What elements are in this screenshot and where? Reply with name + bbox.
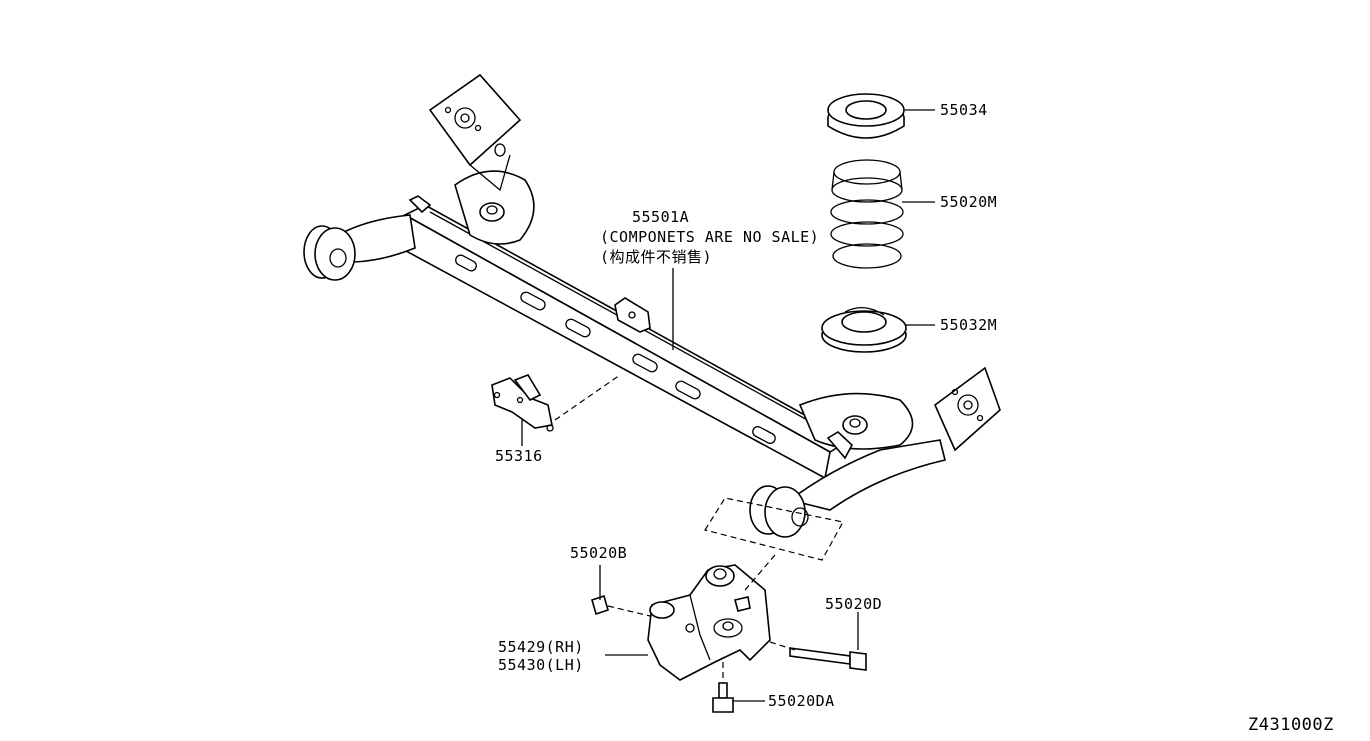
label-55020DA: 55020DA bbox=[768, 692, 835, 710]
label-55501A: 55501A bbox=[632, 208, 689, 226]
upper-spring-seat-drawing bbox=[827, 93, 905, 139]
label-55501A-note-en: (COMPONETS ARE NO SALE) bbox=[600, 228, 819, 246]
label-55032M: 55032M bbox=[940, 316, 997, 334]
label-55034: 55034 bbox=[940, 101, 988, 119]
label-55020D: 55020D bbox=[825, 595, 882, 613]
bracket-55429-drawing bbox=[647, 564, 771, 681]
label-55020B: 55020B bbox=[570, 544, 627, 562]
bushing-dashed-outline bbox=[704, 497, 844, 561]
bolt-55020D-drawing bbox=[789, 647, 867, 671]
bolt-55020DA-drawing bbox=[712, 682, 734, 713]
label-55429: 55429(RH) bbox=[498, 638, 584, 656]
lower-spring-seat-drawing bbox=[821, 307, 907, 353]
label-55501A-note-cn: (构成件不销售) bbox=[600, 248, 712, 266]
diagram-code: Z431000Z bbox=[1248, 715, 1334, 735]
rear-axle-beam-drawing bbox=[303, 73, 1001, 538]
bracket-55316-drawing bbox=[491, 374, 554, 432]
coil-spring-drawing bbox=[830, 159, 904, 269]
label-55316: 55316 bbox=[495, 447, 543, 465]
label-55430: 55430(LH) bbox=[498, 656, 584, 674]
label-55020M: 55020M bbox=[940, 193, 997, 211]
